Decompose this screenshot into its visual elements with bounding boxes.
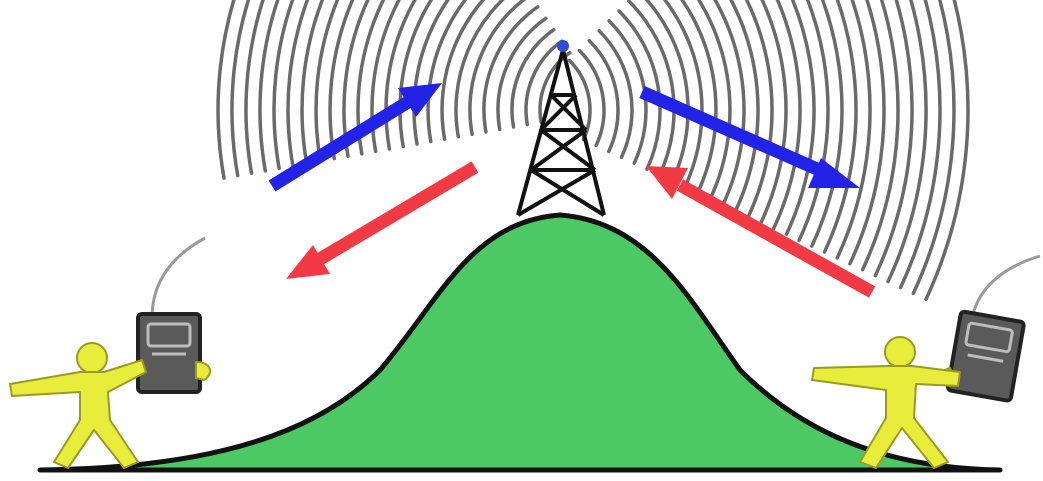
radio-wave-icon (286, 0, 310, 168)
radio-wave-icon (272, 0, 295, 171)
radio-wave-icon (440, 0, 486, 141)
radio-wave-icon (860, 0, 900, 272)
antenna-beacon (557, 40, 569, 52)
radio-wave-icon (468, 0, 527, 137)
downlink-arrow-left (286, 161, 479, 279)
radio-wave-icon (244, 0, 265, 175)
radio-wave-icon (810, 0, 844, 248)
radio-wave-icon (356, 0, 386, 156)
hill (37, 212, 1003, 473)
radio-wave-icon (772, 0, 802, 231)
person-icon (9, 342, 147, 469)
person-left (9, 236, 212, 469)
person-icon (811, 336, 961, 469)
radio-wave-icon (482, 5, 540, 134)
handheld-radio-icon (938, 309, 1026, 403)
person-right (811, 254, 1041, 469)
radio-wave-icon (524, 39, 564, 127)
radio-antenna-right (970, 254, 1041, 319)
radio-wave-icon (370, 0, 401, 154)
radio-wave-icon (848, 0, 886, 266)
radio-wave-icon (258, 0, 280, 173)
handheld-radio-icon (136, 312, 212, 394)
radio-wave-icon (328, 0, 355, 161)
radio-wave-icon (662, 0, 704, 189)
radio-waves-right (567, 0, 970, 302)
radio-wave-icon (797, 0, 830, 242)
radio-wave-icon (617, 9, 662, 171)
radio-wave-icon (538, 50, 572, 124)
radio-wave-icon (759, 0, 788, 225)
radio-wave-icon (412, 0, 450, 146)
radio-wave-icon (680, 0, 718, 195)
radio-wave-icon (924, 0, 970, 302)
radio-wave-icon (230, 0, 251, 178)
radio-wave-icon (696, 0, 732, 201)
radio-wave-icon (398, 0, 434, 149)
radio-wave-icon (822, 0, 858, 254)
radio-wave-icon (873, 0, 914, 278)
radio-wave-icon (898, 0, 942, 290)
radio-wave-icon (342, 0, 370, 158)
uplink-arrow-right (639, 86, 860, 188)
radio-wave-icon (835, 0, 872, 260)
radio-wave-icon (587, 38, 620, 154)
radio-wave-icon (454, 0, 505, 139)
radio-wave-icon (597, 29, 634, 160)
radio-wave-icon (729, 0, 760, 213)
radio-tower-icon (516, 49, 606, 217)
radio-wave-icon (216, 0, 236, 180)
radio-wave-icon (567, 58, 592, 142)
uplink-arrow-left (268, 83, 442, 192)
downlink-arrow-right (646, 166, 876, 298)
radio-wave-icon (911, 0, 956, 296)
radio-wave-icon (300, 0, 325, 166)
radio-wave-icon (644, 0, 690, 183)
radio-wave-icon (510, 27, 556, 129)
radio-waves-left (216, 0, 572, 180)
radio-wave-icon (627, 0, 676, 177)
radio-wave-icon (784, 0, 816, 236)
radio-wave-icon (744, 0, 774, 219)
radio-wave-icon (426, 0, 468, 144)
radio-antenna-left (150, 236, 206, 319)
radio-wave-icon (886, 0, 928, 284)
radio-wave-icon (314, 0, 340, 163)
radio-wave-icon (713, 0, 746, 207)
radio-wave-icon (496, 16, 548, 132)
radio-wave-icon (577, 48, 606, 148)
